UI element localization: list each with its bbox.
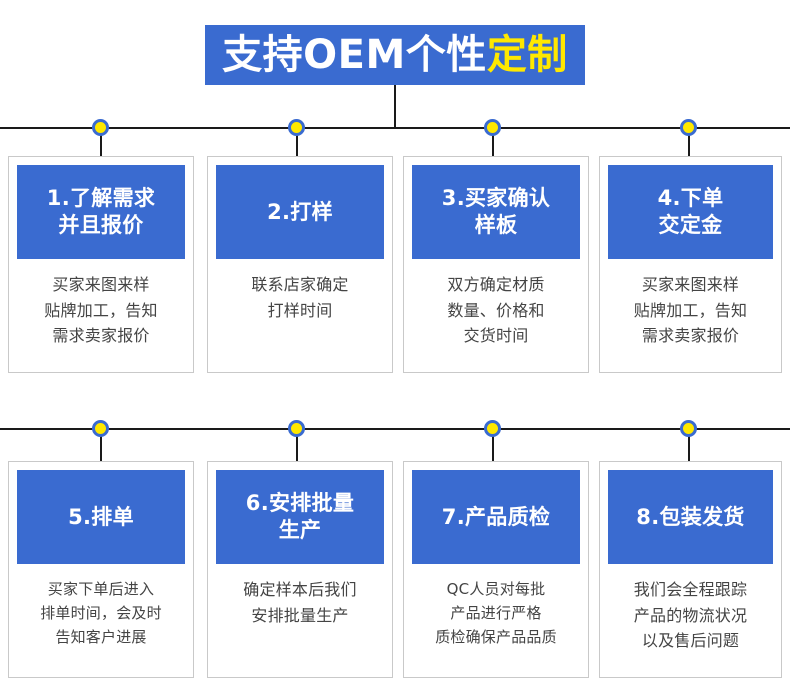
step-card-7-header: 7.产品质检 [412,470,580,564]
row1-step-dot-4 [680,119,697,136]
step-card-2-body: 联系店家确定 打样时间 [216,259,384,362]
step-card-4-body-line3: 需求卖家报价 [641,326,740,346]
step-card-6-body-line2: 安排批量生产 [251,605,349,625]
step-card-4-title-line1: 4.下单 [657,186,724,211]
step-card-6[interactable]: 6.安排批量 生产 确定样本后我们 安排批量生产 [207,461,393,678]
step-card-4-header: 4.下单 交定金 [608,165,773,259]
step-card-7-title-line1: 7.产品质检 [441,504,551,529]
row2-step-dot-3 [484,420,501,437]
row1-drop-connector-1 [100,128,102,156]
row2-step-dot-2 [288,420,305,437]
step-card-5-body-line2: 排单时间，会及时 [40,604,162,622]
row1-step-dot-1 [92,119,109,136]
step-card-4[interactable]: 4.下单 交定金 买家来图来样 贴牌加工，告知 需求卖家报价 [599,156,782,373]
step-card-8-body-line3: 以及售后问题 [641,631,740,651]
step-card-3-body-line3: 交货时间 [463,326,529,346]
step-card-6-title-line1: 6.安排批量 [245,491,355,516]
step-card-4-body-line1: 买家来图来样 [641,275,740,294]
step-card-8[interactable]: 8.包装发货 我们会全程跟踪 产品的物流状况 以及售后问题 [599,461,782,678]
step-card-2-title-line1: 2.打样 [267,199,333,224]
step-card-1-body-line1: 买家来图来样 [52,275,150,294]
row2-drop-connector-1 [100,429,102,461]
step-card-3-title-line1: 3.买家确认 [441,186,551,211]
step-card-3-title-line2: 样板 [474,213,518,237]
step-card-2-header: 2.打样 [216,165,384,259]
row2-drop-connector-3 [492,429,494,461]
title-banner: 支持OEM个性定制 [205,25,585,85]
step-card-3-body-line1: 双方确定材质 [447,275,545,294]
row1-drop-connector-3 [492,128,494,156]
step-card-1-title-line1: 1.了解需求 [46,186,156,211]
step-card-5[interactable]: 5.排单 买家下单后进入 排单时间，会及时 告知客户进展 [8,461,194,678]
step-card-1-body-line3: 需求卖家报价 [52,326,150,346]
step-card-1[interactable]: 1.了解需求 并且报价 买家来图来样 贴牌加工，告知 需求卖家报价 [8,156,194,373]
row1-step-dot-2 [288,119,305,136]
step-card-6-title-line2: 生产 [278,518,322,542]
step-card-5-header: 5.排单 [17,470,185,564]
row2-drop-connector-4 [688,429,690,461]
row2-horizontal-connector [0,428,790,430]
step-card-2[interactable]: 2.打样 联系店家确定 打样时间 [207,156,393,373]
step-card-4-title-line2: 交定金 [658,213,723,237]
step-card-5-body-line3: 告知客户进展 [55,628,147,646]
step-card-1-body: 买家来图来样 贴牌加工，告知 需求卖家报价 [17,259,185,362]
row1-step-dot-3 [484,119,501,136]
row2-step-dot-4 [680,420,697,437]
step-card-8-header: 8.包装发货 [608,470,773,564]
step-card-7-body-line3: 质检确保产品品质 [435,628,557,646]
title-text: 支持OEM个性定制 [222,35,568,75]
row1-horizontal-connector [0,127,790,129]
step-card-5-title-line1: 5.排单 [68,504,134,529]
step-card-8-body-line1: 我们会全程跟踪 [633,580,748,599]
step-card-7-body: QC人员对每批 产品进行严格 质检确保产品品质 [412,564,580,667]
step-card-3-header: 3.买家确认 样板 [412,165,580,259]
row2-step-dot-1 [92,420,109,437]
step-card-5-body: 买家下单后进入 排单时间，会及时 告知客户进展 [17,564,185,667]
step-card-7[interactable]: 7.产品质检 QC人员对每批 产品进行严格 质检确保产品品质 [403,461,589,678]
step-card-5-body-line1: 买家下单后进入 [47,580,155,598]
step-card-4-body: 买家来图来样 贴牌加工，告知 需求卖家报价 [608,259,773,362]
step-card-6-header: 6.安排批量 生产 [216,470,384,564]
row1-drop-connector-4 [688,128,690,156]
step-card-2-body-line2: 打样时间 [267,300,333,320]
step-card-1-title-line2: 并且报价 [58,213,144,237]
row1-drop-connector-2 [296,128,298,156]
banner-stem-connector [394,85,396,128]
step-card-2-body-line1: 联系店家确定 [251,275,349,294]
title-text-white: 支持OEM个性 [222,32,487,78]
step-card-7-body-line1: QC人员对每批 [446,580,546,598]
step-card-1-header: 1.了解需求 并且报价 [17,165,185,259]
title-text-yellow: 定制 [486,32,568,78]
step-card-8-body: 我们会全程跟踪 产品的物流状况 以及售后问题 [608,564,773,667]
step-card-1-body-line2: 贴牌加工，告知 [44,300,158,320]
step-card-8-title-line1: 8.包装发货 [636,504,745,529]
step-card-3-body: 双方确定材质 数量、价格和 交货时间 [412,259,580,362]
step-card-3[interactable]: 3.买家确认 样板 双方确定材质 数量、价格和 交货时间 [403,156,589,373]
step-card-7-body-line2: 产品进行严格 [450,604,542,622]
step-card-6-body-line1: 确定样本后我们 [243,580,357,599]
step-card-8-body-line2: 产品的物流状况 [633,605,748,625]
step-card-6-body: 确定样本后我们 安排批量生产 [216,564,384,667]
step-card-4-body-line2: 贴牌加工，告知 [633,300,748,320]
step-card-3-body-line2: 数量、价格和 [447,300,545,320]
row2-drop-connector-2 [296,429,298,461]
